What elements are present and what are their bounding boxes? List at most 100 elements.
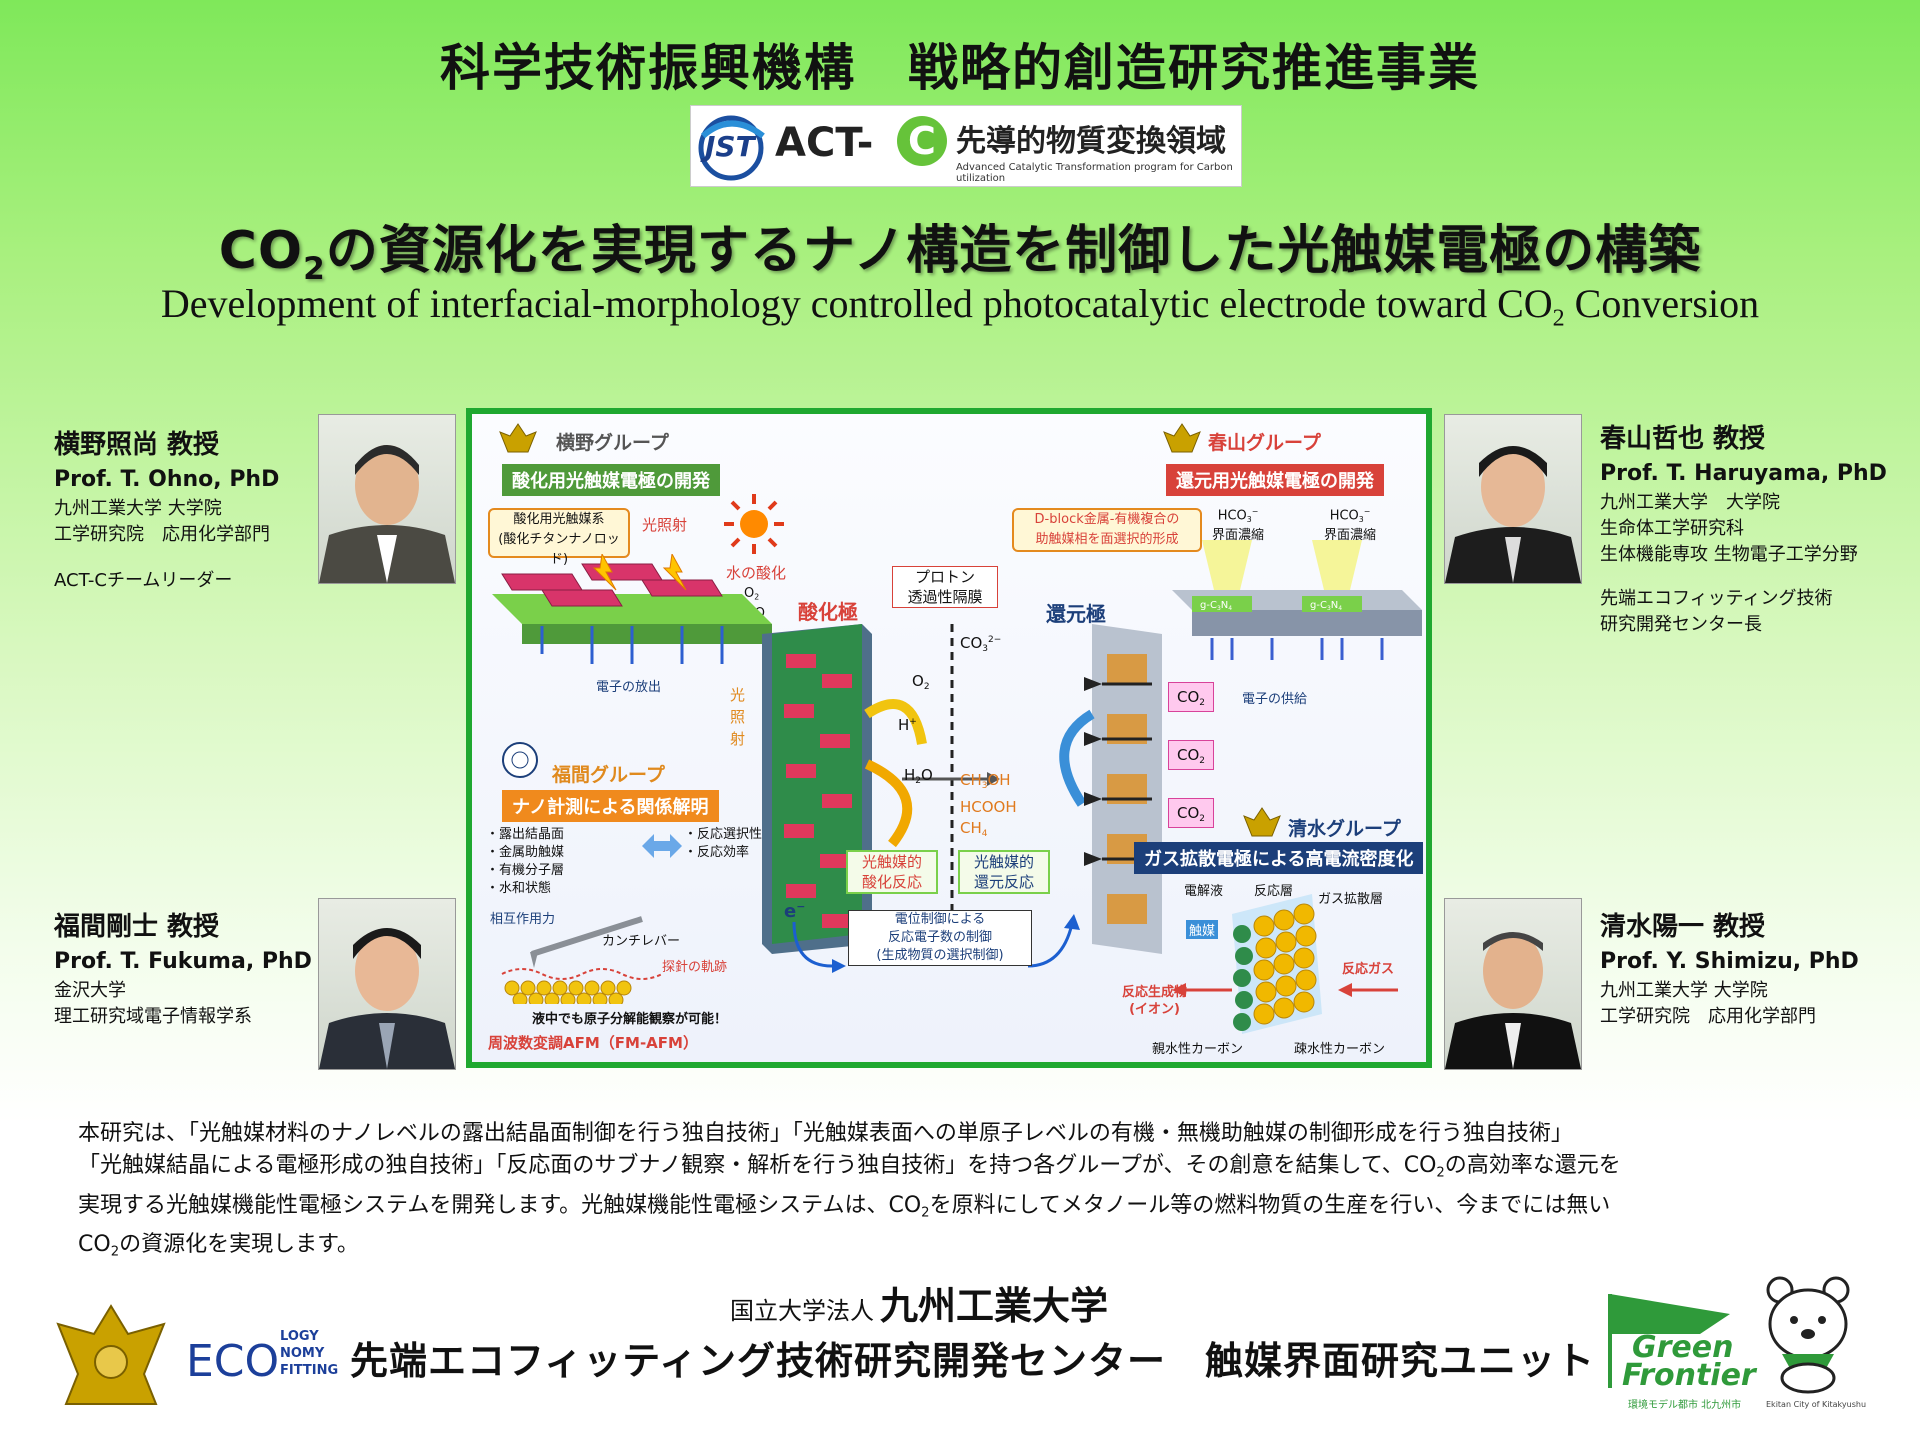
photo-fukuma <box>318 898 456 1070</box>
reduction-electrode-illustration <box>1172 540 1422 660</box>
mascot-icon <box>1766 1276 1850 1394</box>
hydrophobic-carbon-label: 疎水性カーボン <box>1294 1042 1386 1057</box>
reaction-layer-label: 反応層 <box>1254 884 1294 899</box>
person-name: 横野照尚 教授 <box>54 430 220 460</box>
oxidation-electrode-illustration <box>492 554 772 664</box>
liquid-observation-label: 液中でも原子分解能観察が可能！ <box>532 1012 728 1027</box>
person-affiliation: 九州工業大学 大学院工学研究院 応用化学部門 <box>54 498 270 545</box>
electrolyte-label: 電解液 <box>1184 884 1224 899</box>
green-text: Green <box>1632 1330 1734 1365</box>
person-en-name: Prof. Y. Shimizu, PhD <box>1600 949 1859 974</box>
fukuma-factor-list: ・露出結晶面・金属助触媒・有機分子層・水和状態 <box>486 827 565 896</box>
research-description: 本研究は、「光触媒材料のナノレベルの露出結晶面制御を行う独自技術」「光触媒表面へ… <box>78 1121 1621 1260</box>
dblock-callout: D-block金属-有機複合の助触媒相を面選択的形成 <box>1012 508 1202 552</box>
gcn-label-2: g-C3N4 <box>1310 600 1343 613</box>
c-mark: C <box>897 116 947 166</box>
act-c-logo: JST ACT- C 先導的物質変換領域 Advanced Catalytic … <box>690 105 1242 187</box>
research-diagram: 横野グループ 酸化用光触媒電極の開発 酸化用光触媒系(酸化チタンナノロッド) 光… <box>466 408 1432 1068</box>
cantilever-label: カンチレバー <box>602 934 681 949</box>
person-note: 先端エコフィッティング技術研究開発センター長 <box>1600 588 1833 635</box>
haruyama-group-label: 春山グループ <box>1208 432 1321 454</box>
fukuma-result-list: ・反応選択性・反応効率 <box>684 827 763 860</box>
electron-supply-label: 電子の供給 <box>1242 692 1308 707</box>
hco3-label-2: HCO3−界面濃縮 <box>1324 507 1377 544</box>
reaction-gas-label: 反応ガス <box>1342 962 1395 977</box>
person-fukuma: 福間剛士 教授 Prof. T. Fukuma, PhD 金沢大学理工研究域電子… <box>54 906 314 1030</box>
co2-box-3: CO2 <box>1168 798 1214 828</box>
title-english: Development of interfacial-morphology co… <box>160 281 1760 332</box>
fm-afm-label: 周波数変調AFM（FM-AFM） <box>488 1034 698 1052</box>
light-irradiation-label: 光照射 <box>642 516 688 534</box>
kyutech-emblem-icon <box>1163 423 1201 453</box>
product-ion-label: 反応生成物(イオン) <box>1122 985 1188 1017</box>
mascot-sub: Ekitan City of Kitakyushu <box>1766 1400 1867 1409</box>
double-arrow-icon <box>642 834 682 858</box>
person-affiliation: 九州工業大学 大学院工学研究院 応用化学部門 <box>1600 980 1816 1027</box>
portrait-icon <box>1445 446 1581 583</box>
gas-diffusion-electrode-illustration <box>1232 894 1322 1034</box>
person-en-name: Prof. T. Ohno, PhD <box>54 467 280 492</box>
person-haruyama: 春山哲也 教授 Prof. T. Haruyama, PhD 九州工業大学 大学… <box>1600 418 1920 638</box>
co3-label: CO32− <box>960 634 1002 655</box>
yokono-group-label: 横野グループ <box>556 432 669 454</box>
o2-label: O2 <box>912 672 930 693</box>
photocatalytic-oxidation-box: 光触媒的酸化反応 <box>846 850 938 894</box>
afm-illustration <box>501 916 663 1004</box>
jst-logo-icon <box>698 115 765 181</box>
left-arrow-icon <box>1338 983 1398 997</box>
person-shimizu: 清水陽一 教授 Prof. Y. Shimizu, PhD 九州工業大学 大学院… <box>1600 906 1920 1030</box>
kyutech-emblem-icon <box>499 423 537 453</box>
electron-label: e− <box>784 900 806 922</box>
title-japanese: CO2の資源化を実現するナノ構造を制御した光触媒電極の構築 <box>218 221 1702 287</box>
catalyst-label: 触媒 <box>1186 920 1219 939</box>
shimizu-group-label: 清水グループ <box>1288 818 1401 840</box>
h2o-label: H2O <box>904 766 933 787</box>
person-note: ACT-Cチームリーダー <box>54 570 233 591</box>
research-unit-name: 先端エコフィッティング技術研究開発センター 触媒界面研究ユニット <box>350 1339 1595 1383</box>
kyutech-emblem-icon <box>1243 807 1281 837</box>
anode-label: 酸化極 <box>798 600 858 624</box>
logo-jp-name: 先導的物質変換領域 <box>956 124 1226 159</box>
electron-release-label: 電子の放出 <box>596 680 662 695</box>
yokono-bar: 酸化用光触媒電極の開発 <box>502 464 720 496</box>
person-affiliation: 九州工業大学 大学院生命体工学研究科生体機能専攻 生物電子工学分野 <box>1600 492 1858 565</box>
photocatalytic-reduction-box: 光触媒的還元反応 <box>958 850 1050 894</box>
portrait-icon <box>319 445 455 583</box>
hco3-label-1: HCO3−界面濃縮 <box>1212 507 1265 544</box>
portrait-icon <box>1445 932 1581 1069</box>
jst-mark: JST <box>705 130 755 163</box>
potential-control-box: 電位制御による反応電子数の制御(生成物質の選択制御) <box>848 910 1032 966</box>
sun-icon <box>724 494 784 554</box>
water-oxidation-label: 水の酸化 <box>726 564 787 582</box>
photo-haruyama <box>1444 414 1582 584</box>
photo-shimizu <box>1444 898 1582 1070</box>
person-affiliation: 金沢大学理工研究域電子情報学系 <box>54 980 252 1027</box>
haruyama-bar: 還元用光触媒電極の開発 <box>1166 464 1384 496</box>
photo-ohno <box>318 414 456 584</box>
portrait-icon <box>319 928 455 1069</box>
shimizu-bar: ガス拡散電極による高電流密度化 <box>1134 842 1424 874</box>
gcn-label-1: g-C3N4 <box>1200 600 1233 613</box>
organization-title: 科学技術振興機構 戦略的創造研究推進事業 <box>440 39 1480 97</box>
person-name: 福間剛士 教授 <box>54 912 220 942</box>
co2-box-1: CO2 <box>1168 682 1214 712</box>
kyutech-crest-icon <box>56 1304 166 1405</box>
circuit-arrows <box>792 914 1080 973</box>
logo-en-name: Advanced Catalytic Transformation progra… <box>956 162 1233 184</box>
oxidation-catalyst-callout: 酸化用光触媒系(酸化チタンナノロッド) <box>488 508 630 567</box>
gas-diffusion-layer-label: ガス拡散層 <box>1318 892 1384 907</box>
cathode-label: 還元極 <box>1046 602 1106 626</box>
fukuma-group-label: 福間グループ <box>552 764 665 786</box>
university-name: 国立大学法人九州工業大学 <box>730 1284 1109 1328</box>
electrode-cell-illustration <box>762 624 1162 954</box>
proton-membrane-box: プロトン透過性隔膜 <box>892 566 998 608</box>
interaction-force-label: 相互作用力 <box>490 912 556 927</box>
fukuma-bar: ナノ計測による関係解明 <box>502 790 719 822</box>
eco-mark: ECO <box>186 1336 280 1387</box>
act-text: ACT- <box>775 120 874 166</box>
person-ohno: 横野照尚 教授 Prof. T. Ohno, PhD 九州工業大学 大学院工学研… <box>54 424 314 594</box>
products-list: CH3OH HCOOH CH4 <box>960 771 1017 840</box>
person-en-name: Prof. T. Fukuma, PhD <box>54 949 312 974</box>
hydrophilic-carbon-label: 親水性カーボン <box>1152 1042 1244 1057</box>
